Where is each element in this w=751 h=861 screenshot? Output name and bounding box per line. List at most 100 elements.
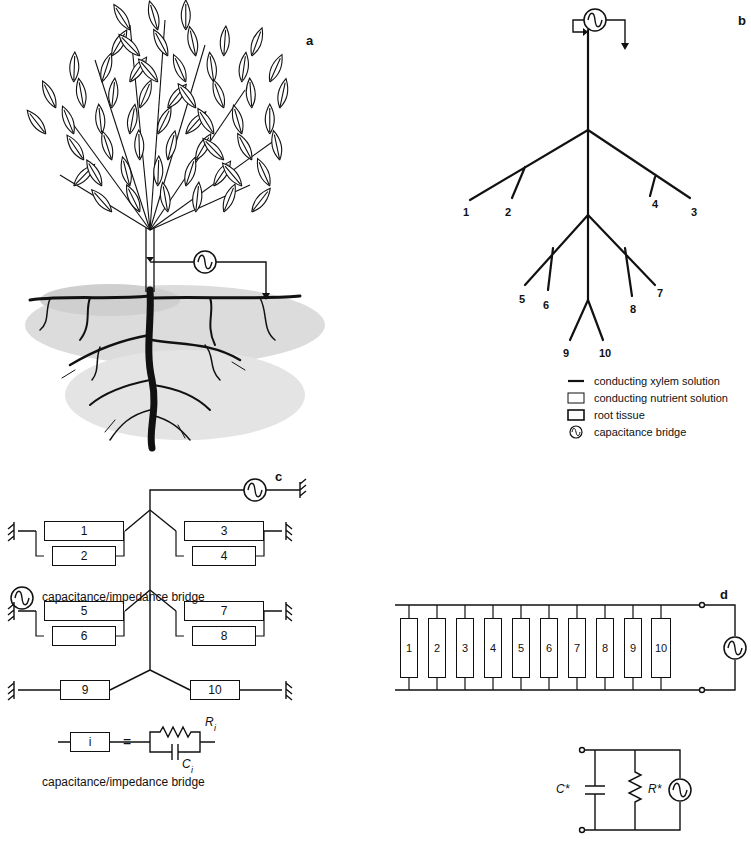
roots <box>30 290 300 448</box>
legend-sample <box>566 391 586 405</box>
callout-number: 7 <box>657 288 663 299</box>
legend-entry: capacitance bridge <box>566 425 686 439</box>
equivalent-circuit <box>580 748 681 833</box>
compartment-box: 6 <box>52 626 116 646</box>
leaf <box>63 133 87 163</box>
label-text: 8 <box>630 303 636 315</box>
compartment-box: 2 <box>428 618 446 678</box>
label-text: d <box>720 587 728 602</box>
label-text: b <box>738 13 746 28</box>
box-number: 10 <box>655 642 667 654</box>
leaf <box>174 81 199 111</box>
leaf <box>153 156 163 186</box>
legend-sample <box>566 408 586 422</box>
label-text: a <box>306 33 313 48</box>
compartment-box: 9 <box>624 618 642 678</box>
compartment-box: 8 <box>596 618 614 678</box>
compartment-box: 4 <box>192 546 256 566</box>
leaf <box>229 104 246 135</box>
leaf <box>123 183 144 214</box>
box-number: 6 <box>546 642 552 654</box>
leaf <box>145 0 162 31</box>
label-text: 1 <box>463 206 469 218</box>
leaf <box>248 26 267 57</box>
box-number: 1 <box>81 524 88 538</box>
leaf <box>110 2 134 32</box>
compartment-box: 2 <box>52 546 116 566</box>
leaf <box>158 182 172 213</box>
box-number: 5 <box>81 604 88 618</box>
box-number: 6 <box>81 629 88 643</box>
legend-text: root tissue <box>594 409 645 421</box>
circuit-symbol-label: i <box>214 724 216 733</box>
leaf <box>97 52 115 83</box>
compartment-box: 9 <box>60 680 110 700</box>
legend-text: conducting nutrient solution <box>594 392 728 404</box>
callout-number: 9 <box>563 348 569 359</box>
leaf <box>237 52 250 83</box>
branch <box>150 90 245 230</box>
leaf <box>69 52 79 82</box>
circuit-wiring <box>395 603 735 693</box>
leaf <box>118 156 134 187</box>
box-number: i <box>89 735 92 749</box>
bridge-symbol <box>194 251 216 273</box>
circuit-wiring <box>409 605 661 690</box>
legend-entry: root tissue <box>566 408 645 422</box>
circuit-symbol-label: R* <box>648 783 661 795</box>
legend-text: capacitance bridge <box>594 426 686 438</box>
circuit-symbol-label: i <box>191 766 193 775</box>
leaf <box>116 31 143 59</box>
soil <box>25 284 325 440</box>
bridge-symbol <box>724 637 746 659</box>
box-number: 1 <box>406 642 412 654</box>
bridge-symbol <box>584 9 606 31</box>
callout-number: 3 <box>691 207 697 218</box>
box-number: 7 <box>221 604 228 618</box>
box-number: 9 <box>82 683 89 697</box>
label-text: 7 <box>657 287 663 299</box>
parallel-pair-bracket <box>36 531 264 636</box>
leaf <box>219 160 245 189</box>
leaf <box>220 182 240 213</box>
label-text: i <box>191 765 193 775</box>
bridge-symbol <box>669 779 691 801</box>
leaf <box>265 104 274 134</box>
compartment-box: 6 <box>540 618 558 678</box>
label-text: = <box>123 734 131 750</box>
leaf <box>150 27 172 58</box>
compartment-box: 4 <box>484 618 502 678</box>
callout-number: 2 <box>505 207 511 218</box>
leaf <box>191 182 203 213</box>
leaf <box>200 135 227 163</box>
callout-number: 8 <box>630 304 636 315</box>
compartment-box: 7 <box>184 601 264 621</box>
label-text: R* <box>648 782 661 796</box>
label-text: C* <box>556 782 569 796</box>
compartment-box: 5 <box>44 601 124 621</box>
label-text: 9 <box>563 347 569 359</box>
panel-letter: d <box>720 588 728 601</box>
legend-entry: conducting xylem solution <box>566 374 720 388</box>
panel-letter: a <box>306 34 313 47</box>
legend-sample <box>566 374 586 388</box>
box-number: 4 <box>490 642 496 654</box>
circuit-symbol-label: C* <box>556 783 569 795</box>
leaf <box>248 186 274 215</box>
leaf <box>134 130 144 160</box>
leaf <box>163 130 179 161</box>
box-number: 2 <box>81 549 88 563</box>
panel-letter: c <box>275 470 282 483</box>
compartment-box: 3 <box>184 521 264 541</box>
compartment-box: 1 <box>44 521 124 541</box>
symbol-caption: capacitance/impedance bridge <box>42 776 205 788</box>
leaf <box>94 104 106 135</box>
compartment-box: 10 <box>651 618 671 678</box>
branch <box>150 45 205 230</box>
leaf <box>269 130 284 161</box>
leaf <box>181 0 190 30</box>
callout-number: 6 <box>543 300 549 311</box>
leaf <box>83 158 106 188</box>
callout-number: 5 <box>519 294 525 305</box>
box-number: 8 <box>221 629 228 643</box>
